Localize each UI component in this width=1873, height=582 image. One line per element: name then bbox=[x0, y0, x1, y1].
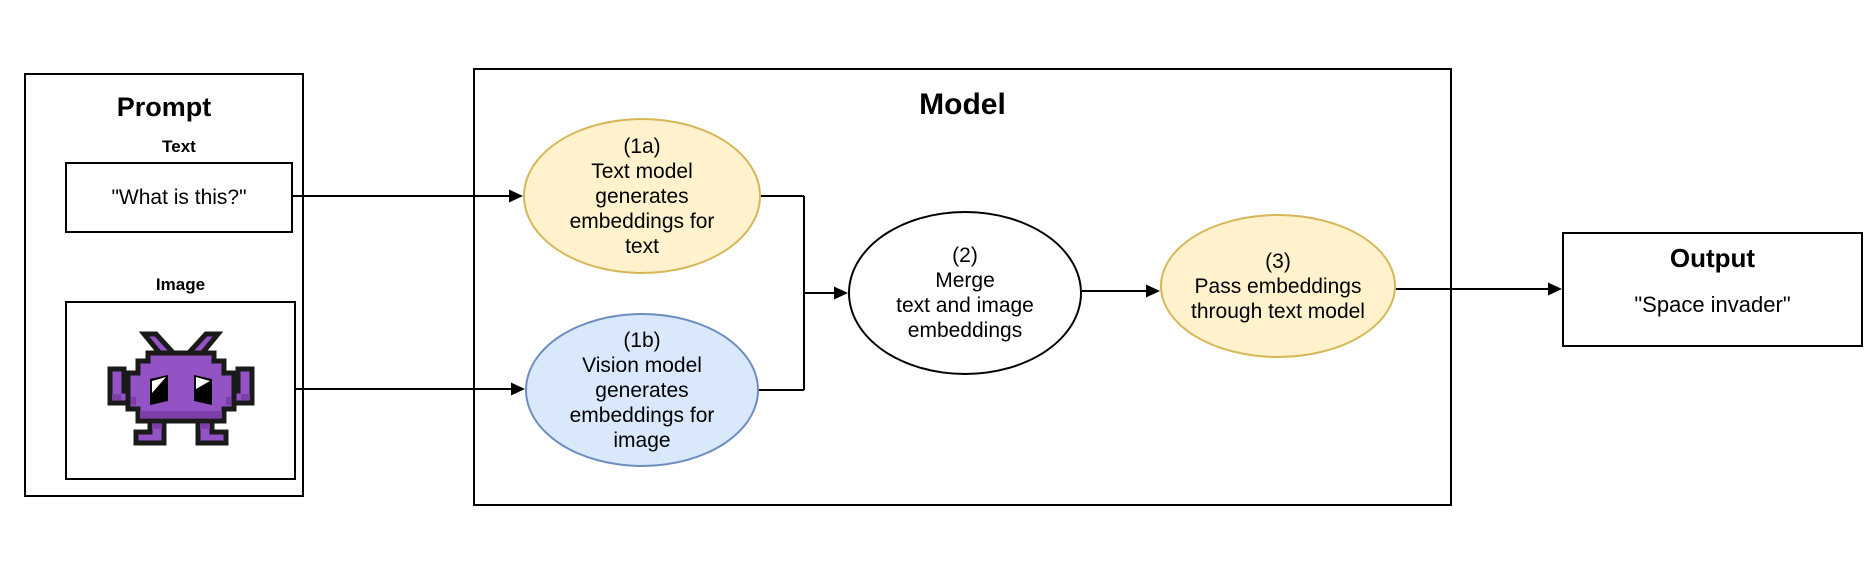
output-box bbox=[1562, 232, 1863, 347]
node-2-merge-embeddings: (2) Merge text and image embeddings bbox=[848, 211, 1082, 375]
image-section-label: Image bbox=[155, 275, 206, 294]
invader-eyes bbox=[149, 374, 212, 405]
output-value: "Space invader" bbox=[1634, 292, 1791, 317]
prompt-title: Prompt bbox=[116, 92, 212, 122]
node-3-pass-embeddings: (3) Pass embeddings through text model bbox=[1160, 214, 1396, 358]
node-1a-text-embeddings: (1a) Text model generates embeddings for… bbox=[523, 118, 761, 274]
node-1b-vision-embeddings: (1b) Vision model generates embeddings f… bbox=[525, 313, 759, 467]
output-title: Output bbox=[1669, 243, 1756, 273]
text-value-box: "What is this?" bbox=[65, 162, 293, 233]
text-value: "What is this?" bbox=[111, 185, 247, 209]
image-value-box bbox=[65, 301, 296, 480]
model-title: Model bbox=[919, 88, 1006, 121]
invader-shading bbox=[111, 393, 250, 429]
text-section-label: Text bbox=[162, 137, 196, 156]
space-invader-icon bbox=[107, 331, 254, 445]
invader-body bbox=[125, 350, 236, 423]
